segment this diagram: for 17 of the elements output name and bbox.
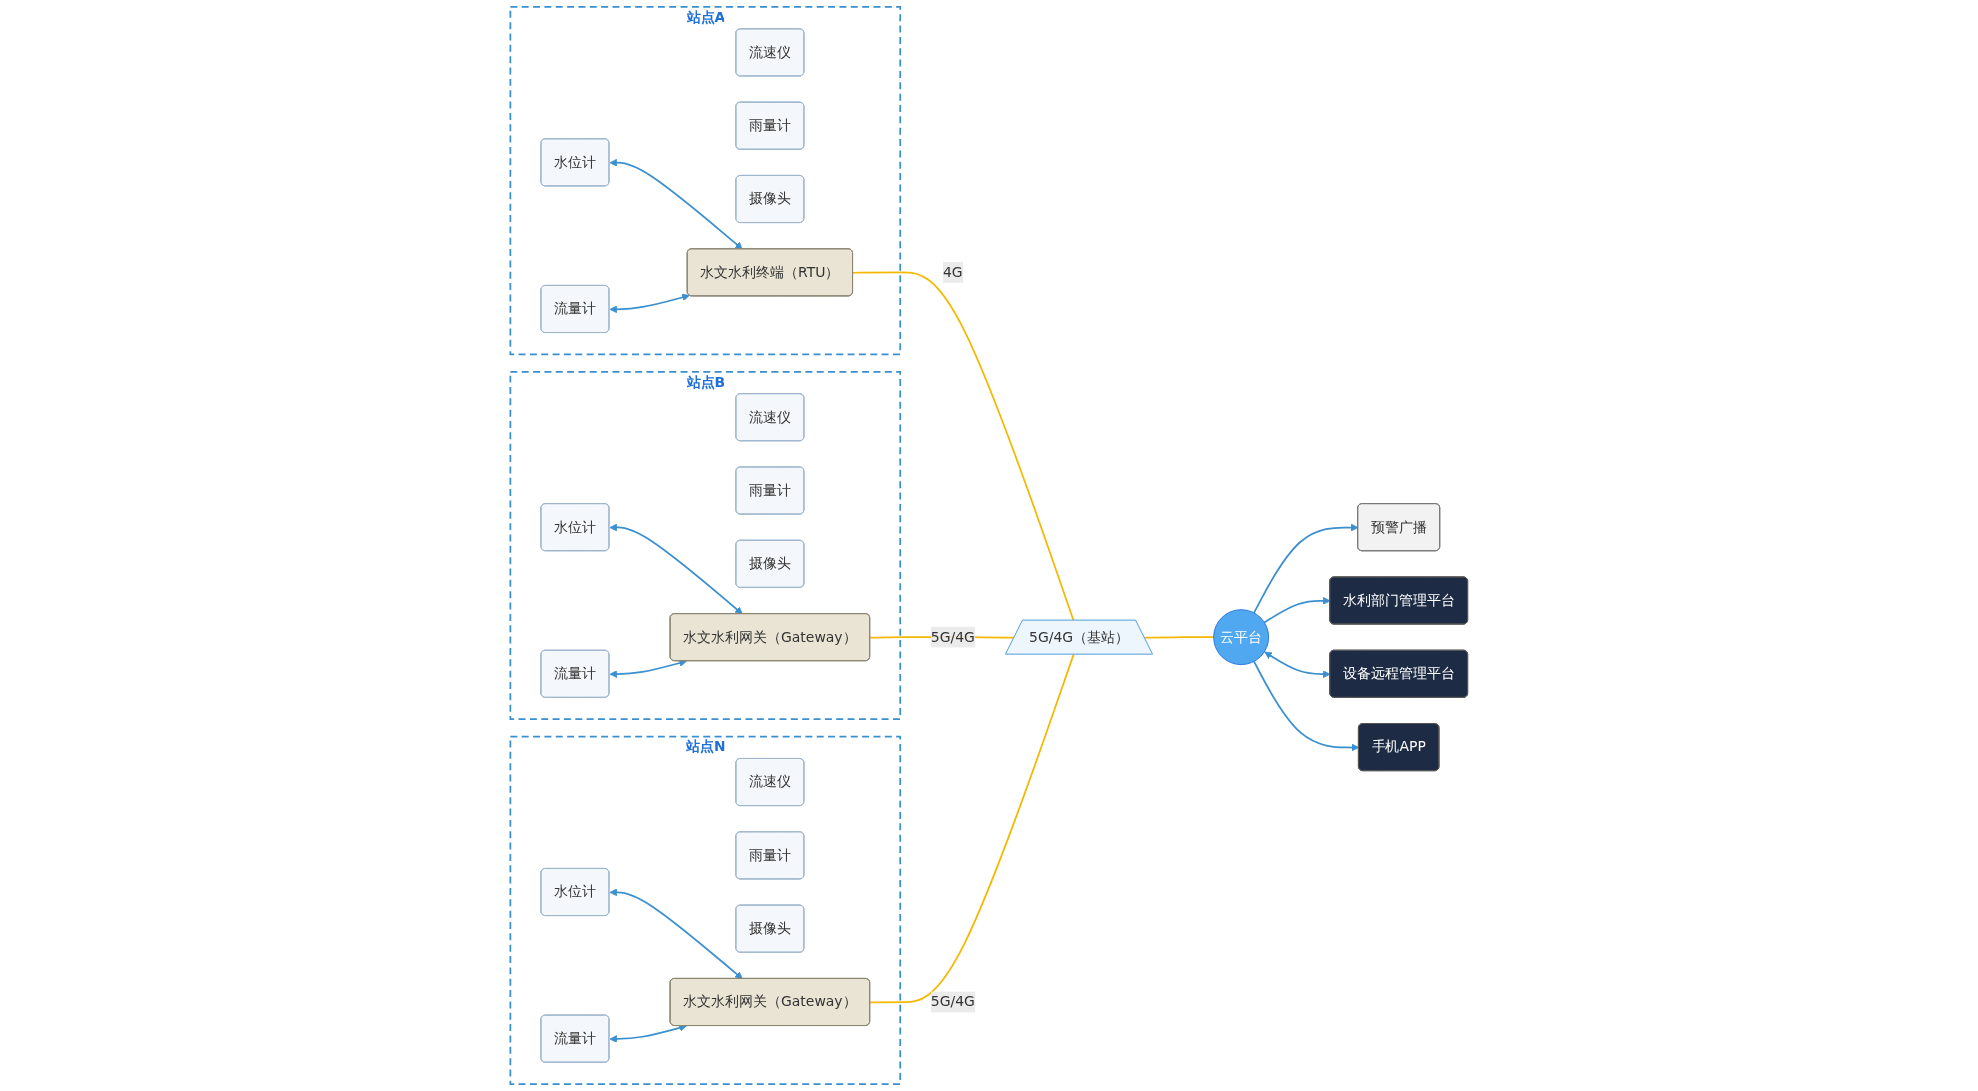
arrow <box>609 293 690 314</box>
connector <box>1143 636 1215 639</box>
arrow <box>1253 523 1359 614</box>
edge-label: 5G/4G <box>930 628 975 645</box>
arrow <box>609 659 687 678</box>
arrow <box>1253 660 1360 752</box>
arrow <box>609 158 743 250</box>
arrow <box>609 888 743 980</box>
arrow <box>1263 597 1331 624</box>
arrow <box>1264 651 1331 678</box>
arrow <box>609 1024 687 1043</box>
edge-label: 4G <box>942 263 963 281</box>
arrow <box>609 523 743 615</box>
connector <box>869 653 1075 1004</box>
edge-label: 5G/4G <box>930 993 975 1010</box>
connector <box>852 271 1075 622</box>
node-circle: 云平台 <box>1213 609 1270 666</box>
